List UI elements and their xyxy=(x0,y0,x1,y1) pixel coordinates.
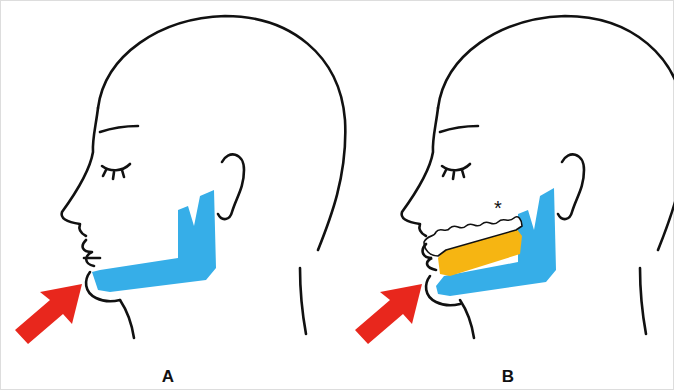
panel-letter: B xyxy=(502,368,514,385)
mandible xyxy=(92,190,216,292)
asterisk-marker: * xyxy=(494,198,502,218)
head-outline xyxy=(402,16,674,338)
head-outline xyxy=(62,16,346,338)
panel-letter: A xyxy=(162,368,174,385)
teeth xyxy=(424,217,522,256)
force-arrow xyxy=(15,284,82,344)
lips xyxy=(423,244,436,270)
force-arrow xyxy=(355,284,422,344)
